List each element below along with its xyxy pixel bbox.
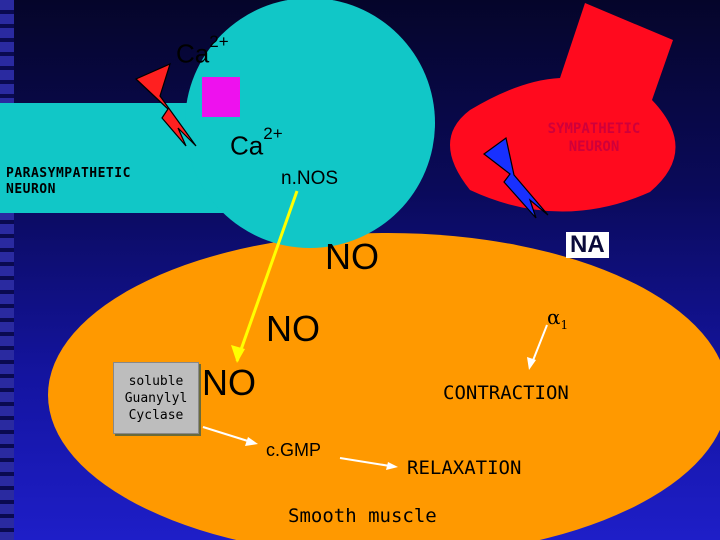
lightning-sympathetic-icon <box>482 136 549 219</box>
no-label-guanylyl: NO <box>202 362 256 403</box>
ca-symbol: Ca <box>176 38 210 69</box>
ca-charge: 2+ <box>263 124 283 143</box>
parasympathetic-label-line2: NEURON <box>6 182 56 197</box>
no-label-terminal: NO <box>325 236 379 277</box>
alpha-subscript: 1 <box>560 318 569 332</box>
noradrenaline-label: NA <box>566 232 609 258</box>
guanylyl-to-cgmp-arrowhead <box>245 437 258 446</box>
lightning-parasympathetic-icon <box>134 62 197 147</box>
guanylyl-line2: Guanylyl <box>124 390 188 406</box>
relaxation-label: RELAXATION <box>407 457 522 479</box>
ca-intracellular-label: Ca2+ <box>230 124 283 162</box>
alpha-to-contraction-arrowhead <box>527 357 536 370</box>
smooth-muscle-label: Smooth muscle <box>288 505 437 527</box>
nnos-label: n.NOS <box>281 168 339 189</box>
no-diffusion-arrowhead <box>231 345 245 363</box>
contraction-label: CONTRACTION <box>443 382 569 404</box>
alpha-symbol: α <box>547 305 561 329</box>
alpha-to-contraction-arrow <box>531 324 548 364</box>
parasympathetic-label-line1: PARASYMPATHETIC <box>6 166 131 181</box>
ca-extracellular-label: Ca2+ <box>176 32 229 70</box>
soluble-guanylyl-cyclase-box: soluble Guanylyl Cyclase <box>113 362 199 434</box>
calcium-channel <box>202 77 240 117</box>
smooth-muscle-cell <box>48 233 720 540</box>
sympathetic-neuron-label: SYMPATHETIC NEURON <box>520 120 668 156</box>
guanylyl-line3: Cyclase <box>128 407 184 423</box>
guanylyl-to-cgmp-arrow <box>202 426 252 443</box>
no-label-muscle: NO <box>266 308 320 349</box>
guanylyl-line1: soluble <box>128 373 184 389</box>
ca-charge: 2+ <box>209 32 229 51</box>
alpha1-receptor-label: α1 <box>547 305 568 332</box>
cgmp-to-relaxation-arrowhead <box>386 462 398 470</box>
parasympathetic-terminal <box>185 0 435 248</box>
no-diffusion-arrow <box>235 190 299 362</box>
ca-symbol: Ca <box>230 130 264 161</box>
cgmp-to-relaxation-arrow <box>339 457 391 467</box>
parasympathetic-neuron-label: PARASYMPATHETIC NEURON <box>6 166 131 198</box>
cgmp-label: c.GMP <box>266 440 322 460</box>
sympathetic-label-line1: SYMPATHETIC <box>547 121 641 137</box>
sympathetic-neuron <box>450 3 676 212</box>
sympathetic-label-line2: NEURON <box>568 139 620 155</box>
